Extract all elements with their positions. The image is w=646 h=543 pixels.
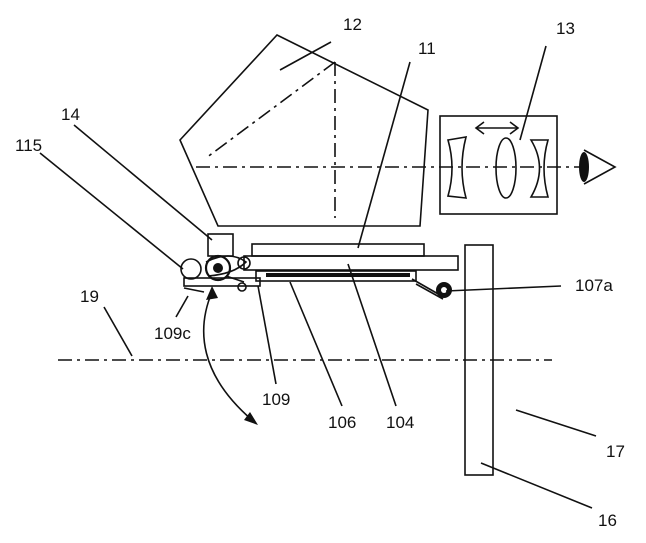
label-109c: 109c (154, 324, 191, 343)
label-13: 13 (556, 19, 575, 38)
screen-11 (251, 243, 425, 257)
label-16: 16 (598, 511, 617, 530)
label-106: 106 (328, 413, 356, 432)
label-104: 104 (386, 413, 414, 432)
eye-icon (579, 149, 617, 185)
hinge-107a (411, 278, 452, 300)
motor-115 (180, 258, 202, 280)
eyepiece-13 (439, 115, 558, 215)
reference-labels: 12 11 13 14 115 107a 19 109c 109 106 104… (15, 15, 625, 530)
label-115: 115 (15, 136, 42, 155)
mechanism-left (180, 233, 261, 293)
plate-109 (183, 277, 261, 287)
label-17: 17 (606, 442, 625, 461)
label-109: 109 (262, 390, 290, 409)
box-14 (207, 233, 234, 257)
mirror-frame (255, 270, 417, 282)
swing-arrow (202, 286, 258, 425)
lens-middle (495, 137, 517, 199)
lens-right (529, 139, 550, 198)
label-107a: 107a (575, 276, 613, 295)
label-12: 12 (343, 15, 362, 34)
label-19: 19 (80, 287, 99, 306)
label-11: 11 (418, 39, 436, 58)
label-14: 14 (61, 105, 80, 124)
mirror-106 (266, 273, 410, 277)
lens-left (446, 136, 468, 199)
sensor-16 (464, 244, 494, 476)
leader-lines (39, 41, 597, 509)
prism-12 (179, 34, 429, 227)
carrier-104 (243, 255, 459, 271)
